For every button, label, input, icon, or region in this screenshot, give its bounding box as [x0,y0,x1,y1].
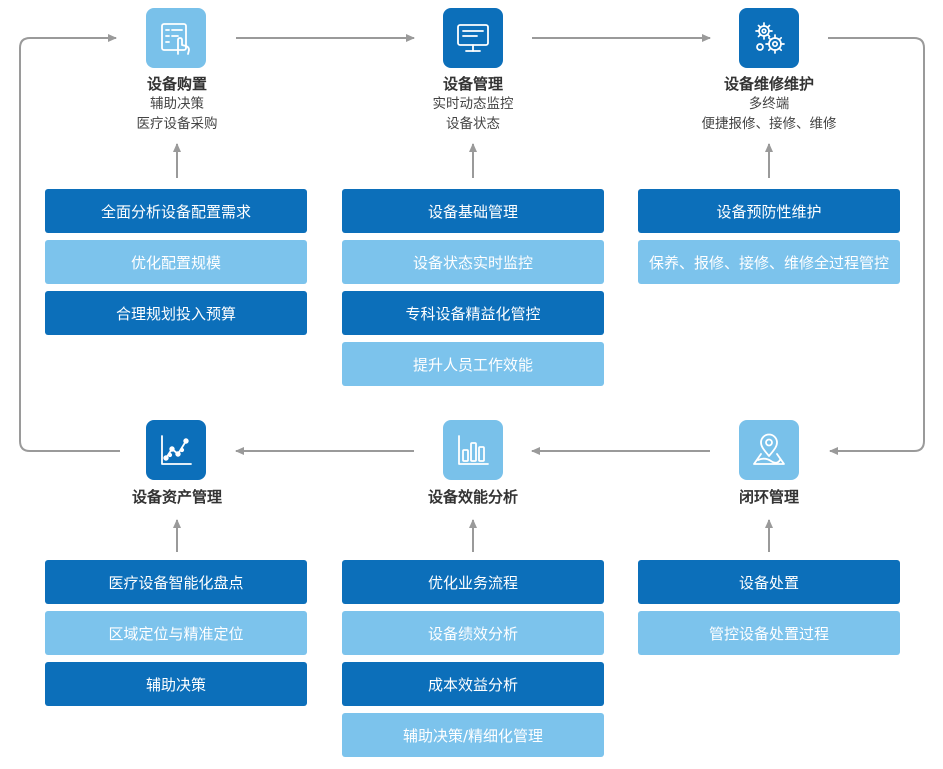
node-title-manage: 设备管理 [442,75,503,93]
box-purchase-3: 合理规划投入预算 [45,291,307,335]
node-title-purchase: 设备购置 [146,75,207,93]
box-manage-1: 设备基础管理 [342,189,604,233]
node-title-asset: 设备资产管理 [131,488,222,506]
monitor-icon [443,8,503,68]
node-title-maintain: 设备维修维护 [723,75,814,93]
box-asset-2: 区域定位与精准定位 [45,611,307,655]
box-purchase-1: 全面分析设备配置需求 [45,189,307,233]
node-sub-manage-1: 实时动态监控 [432,96,514,112]
box-asset-1: 医疗设备智能化盘点 [45,560,307,604]
box-efficiency-4: 辅助决策/精细化管理 [342,713,604,757]
box-efficiency-1: 优化业务流程 [342,560,604,604]
node-sub-maintain-1: 多终端 [748,96,790,112]
map-pin-icon [739,420,799,480]
arrow-asset-to-purchase [19,34,120,452]
box-purchase-2: 优化配置规模 [45,240,307,284]
touch-document-icon [146,8,206,68]
bar-chart-icon [443,420,503,480]
box-manage-3: 专科设备精益化管控 [342,291,604,335]
box-efficiency-3: 成本效益分析 [342,662,604,706]
node-sub-maintain-2: 便捷报修、接修、维修 [701,116,837,132]
node-sub-manage-2: 设备状态 [446,116,500,132]
gears-icon [739,8,799,68]
box-closed-2: 管控设备处置过程 [638,611,900,655]
box-maintain-1: 设备预防性维护 [638,189,900,233]
line-chart-icon [146,420,206,480]
box-closed-1: 设备处置 [638,560,900,604]
box-efficiency-2: 设备绩效分析 [342,611,604,655]
arrow-maintain-to-closed [828,37,925,455]
box-manage-2: 设备状态实时监控 [342,240,604,284]
node-title-closed: 闭环管理 [738,488,799,506]
node-sub-purchase-2: 医疗设备采购 [136,116,218,132]
box-maintain-2: 保养、报修、接修、维修全过程管控 [638,240,900,284]
node-sub-purchase-1: 辅助决策 [150,96,204,112]
node-title-efficiency: 设备效能分析 [427,488,518,506]
box-asset-3: 辅助决策 [45,662,307,706]
box-manage-4: 提升人员工作效能 [342,342,604,386]
